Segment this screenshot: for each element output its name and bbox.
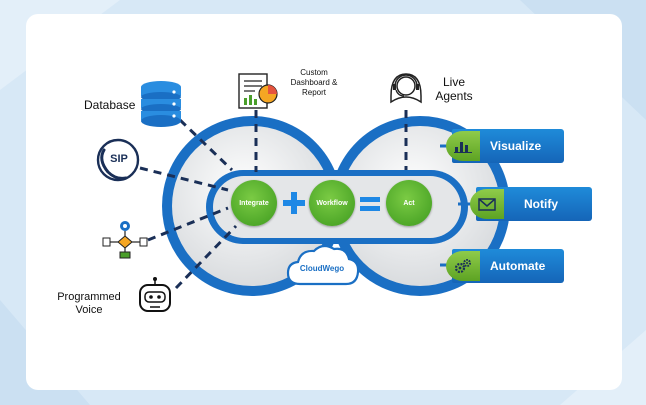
headset-agent-icon <box>390 73 422 104</box>
dashboard-report-icon <box>238 73 278 109</box>
sip-phone-icon <box>96 138 140 182</box>
visualize-label: Visualize <box>490 139 542 153</box>
robot-icon <box>139 277 171 312</box>
envelope-icon <box>478 198 496 211</box>
programmed-voice-label: Programmed Voice <box>57 291 121 316</box>
integrate-node: Integrate <box>231 180 277 226</box>
connector-lines <box>139 110 408 290</box>
workflow-node: Workflow <box>309 180 355 226</box>
notify-label: Notify <box>524 197 558 211</box>
dashboard-label: Custom Dashboard & Report <box>290 68 338 97</box>
plus-sign <box>283 192 305 214</box>
gears-icon <box>454 259 471 274</box>
brand-label: CloudWego <box>299 264 345 273</box>
live-agents-label: Live Agents <box>435 75 473 103</box>
act-node: Act <box>386 180 432 226</box>
equals-sign <box>360 197 380 211</box>
automate-label: Automate <box>490 259 546 273</box>
cloud-icon <box>286 244 360 286</box>
database-label: Database <box>84 98 136 112</box>
notify-cap <box>470 189 504 219</box>
visualize-cap <box>446 131 480 161</box>
sip-label: SIP <box>110 153 128 165</box>
bar-chart-icon <box>454 142 472 153</box>
automate-cap <box>446 251 480 281</box>
flowchart-icon <box>102 221 148 259</box>
database-icon <box>141 81 181 127</box>
